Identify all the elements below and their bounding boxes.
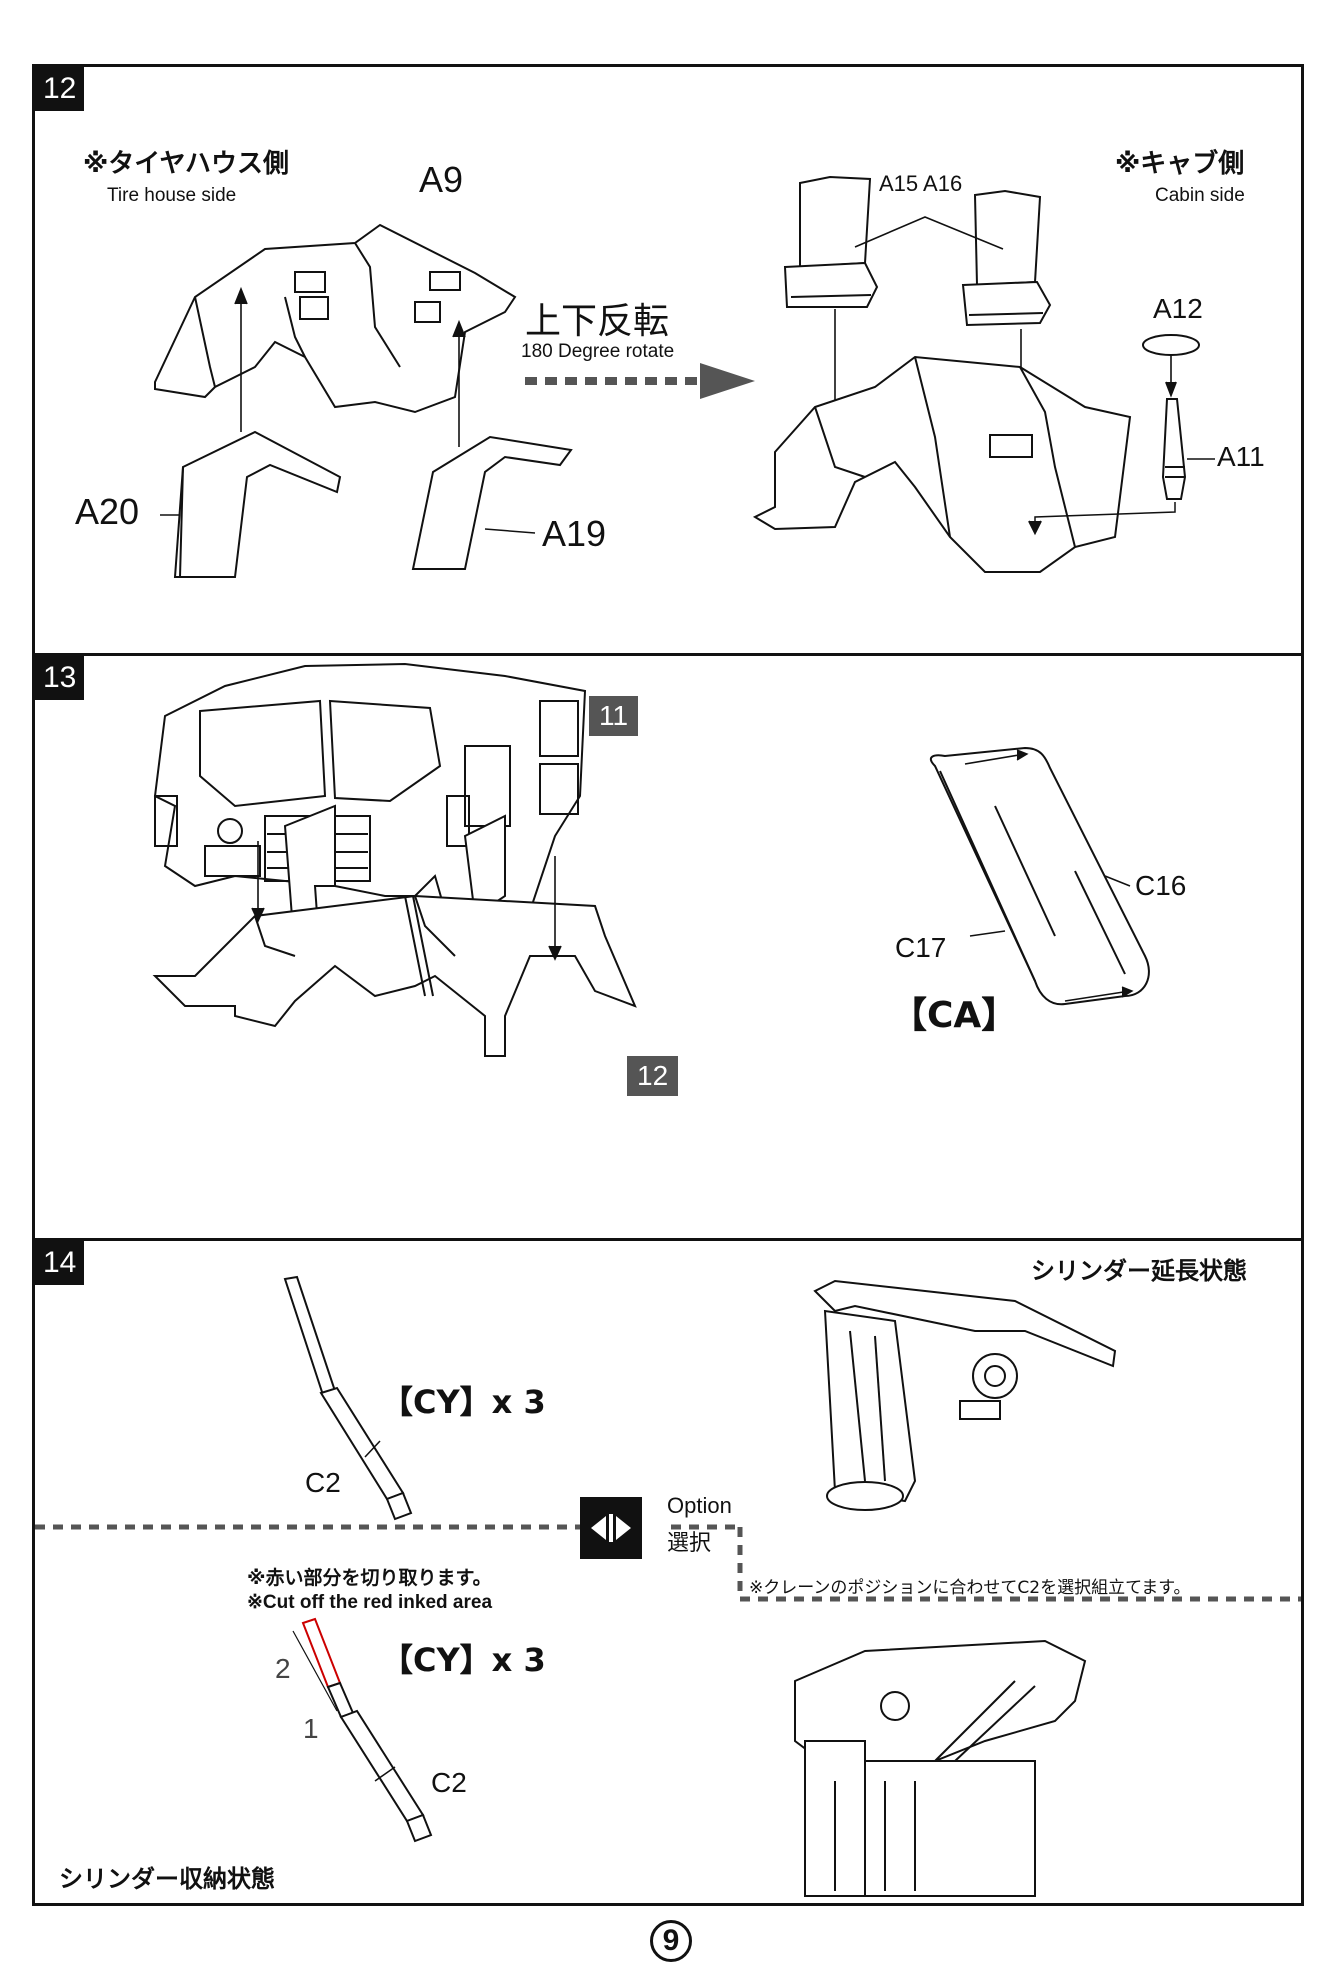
label-c17: C17 [895,932,947,963]
rotate-jp: 上下反転 [525,301,670,342]
label-a12: A12 [1153,293,1203,324]
part-a19-drawing [411,435,573,570]
label-a19: A19 [542,513,607,554]
step-number: 12 [35,67,85,111]
label-a9: A9 [419,159,464,200]
cy-count-top: 【CY】x 3 [381,1383,546,1421]
cabin-side-jp: ※キャブ側 [1115,149,1245,179]
option-jp: 選択 [667,1531,712,1556]
rotate-en: 180 Degree rotate [521,341,675,362]
tire-side-jp: ※タイヤハウス側 [83,149,289,179]
part-a20-drawing [160,430,342,578]
cut-mark-1: 1 [303,1713,319,1744]
label-c2-bottom: C2 [431,1767,467,1798]
part-c2-extended-drawing [283,1275,413,1521]
tag-assembly-11: 11 [589,696,639,736]
label-ca-runner: 【CA】 [891,995,1018,1036]
cabin-chassis-drawing [752,355,1132,573]
label-c16: C16 [1135,870,1187,901]
part-a11-drawing [1028,398,1215,536]
crane-stored-drawing [794,1639,1087,1897]
part-c16-c17-drawing [929,746,1150,1006]
cy-count-bottom: 【CY】x 3 [381,1641,546,1679]
cut-mark-2: 2 [275,1653,291,1684]
chassis-12-drawing [152,804,637,1057]
option-en: Option [667,1493,732,1518]
step-12-panel: 12 [32,64,1304,656]
step-14-panel: 14 [32,1238,1304,1906]
page-number: 9 [650,1920,692,1962]
step-number: 13 [35,656,85,700]
label-a20: A20 [75,491,140,532]
rotate-arrow [525,363,755,399]
tag-assembly-12: 12 [627,1056,679,1096]
stored-state-label: シリンダー収納状態 [59,1865,275,1893]
part-a12-drawing [1142,334,1200,398]
crane-position-note: ※クレーンのポジションに合わせてC2を選択組立てます。 [749,1578,1191,1598]
cabin-side-en: Cabin side [1155,185,1245,206]
step-12-illustration [154,175,1215,578]
label-a15-a16: A15 A16 [879,171,963,196]
step-14-illustration [35,1275,1301,1897]
extended-state-label: シリンダー延長状態 [1031,1257,1247,1285]
label-c2-top: C2 [305,1467,341,1498]
cut-note-jp: ※赤い部分を切り取ります。 [247,1567,492,1589]
step-13-illustration [152,662,1150,1057]
label-a11: A11 [1217,441,1265,472]
part-a9-drawing [154,223,517,414]
cut-note-en: ※Cut off the red inked area [247,1592,493,1613]
crane-extended-drawing [813,1279,1117,1511]
tire-side-en: Tire house side [107,185,237,206]
part-a15-drawing [783,175,879,308]
part-a16-drawing [961,189,1052,327]
step-13-panel: 13 [32,653,1304,1241]
option-icon [580,1497,642,1559]
part-c2-stored-drawing [292,1617,433,1843]
step-number: 14 [35,1241,85,1285]
